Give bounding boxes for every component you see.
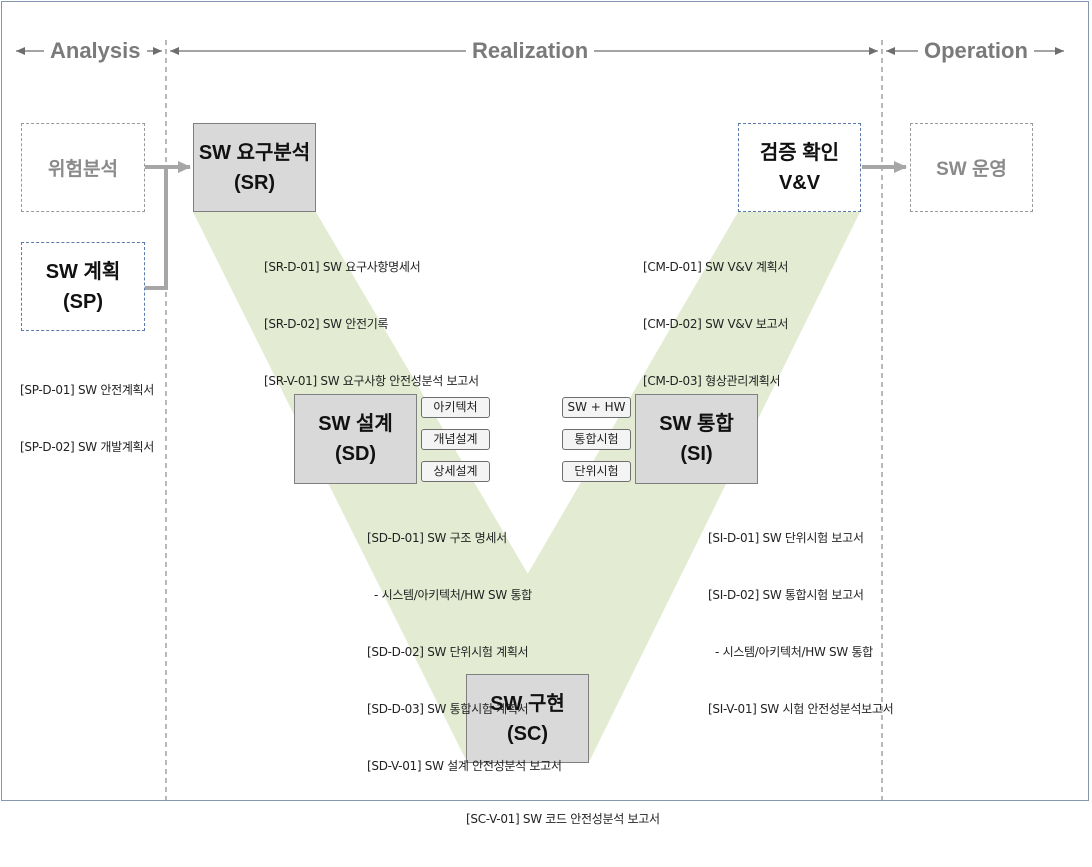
sw-plan-box: SW 계획 (SP)	[21, 242, 145, 331]
sd-deliverable: [SD-V-01] SW 설계 안전성분석 보고서	[367, 759, 562, 773]
cm-deliverable: [CM-D-01] SW V&V 계획서	[643, 260, 789, 274]
sw-design-box: SW 설계 (SD)	[294, 394, 417, 484]
sp-deliverable: [SP-D-01] SW 안전계획서	[20, 383, 155, 397]
si-tag-unit-test: 단위시험	[562, 461, 631, 482]
sd-tag-concept-design: 개념설계	[421, 429, 490, 450]
sc-deliverable: [SC-V-01] SW 코드 안전성분석 보고서	[466, 812, 660, 826]
phase-label-realization: Realization	[466, 38, 595, 64]
sw-operation-box: SW 운영	[910, 123, 1033, 212]
sw-operation-label: SW 운영	[936, 159, 1007, 180]
cm-deliverable: [CM-D-02] SW V&V 보고서	[643, 317, 789, 331]
sc-deliverables: [SC-V-01] SW 코드 안전성분석 보고서	[466, 772, 660, 867]
sr-deliverable: [SR-D-02] SW 안전기록	[264, 317, 389, 331]
sw-implementation-label: SW 구현	[490, 692, 565, 715]
phase-label-operation: Operation	[918, 38, 1034, 64]
sr-deliverable: [SR-D-01] SW 요구사항명세서	[264, 260, 421, 274]
sd-deliverable: [SD-D-02] SW 단위시험 계획서	[367, 645, 529, 659]
si-deliverable: - 시스템/아키텍처/HW SW 통합	[708, 645, 873, 659]
v-model-diagram: Analysis Realization Operation 위험분석 SW 계…	[1, 1, 1089, 826]
sw-integration-box: SW 통합 (SI)	[635, 394, 758, 484]
sd-deliverable: [SD-D-01] SW 구조 명세서	[367, 531, 507, 545]
si-deliverables: [SI-D-01] SW 단위시험 보고서 [SI-D-02] SW 통합시험 …	[708, 491, 894, 757]
sr-deliverable: [SR-V-01] SW 요구사항 안전성분석 보고서	[264, 374, 479, 388]
sp-deliverable: [SP-D-02] SW 개발계획서	[20, 440, 155, 454]
si-deliverable: [SI-D-01] SW 단위시험 보고서	[708, 531, 864, 545]
sp-to-sr-connector	[145, 167, 168, 290]
v-band-right	[466, 212, 860, 760]
sw-integration-label: SW 통합	[659, 413, 734, 435]
vv-code: V&V	[778, 171, 821, 194]
sw-integration-code: (SI)	[680, 443, 713, 465]
sw-design-label: SW 설계	[318, 413, 393, 435]
sw-plan-label: SW 계획	[45, 260, 121, 283]
sw-requirements-code: (SR)	[233, 171, 276, 194]
sw-requirements-box: SW 요구분석 (SR)	[193, 123, 316, 212]
phase-label-analysis: Analysis	[44, 38, 147, 64]
si-tag-sw-hw: SW + HW	[562, 397, 631, 418]
sd-tag-detail-design: 상세설계	[421, 461, 490, 482]
hazard-analysis-label: 위험분석	[48, 159, 118, 180]
si-deliverable: [SI-V-01] SW 시험 안전성분석보고서	[708, 702, 894, 716]
sr-deliverables: [SR-D-01] SW 요구사항명세서 [SR-D-02] SW 안전기록 […	[264, 220, 479, 429]
sp-deliverables: [SP-D-01] SW 안전계획서 [SP-D-02] SW 개발계획서	[20, 343, 154, 495]
sd-deliverable: [SD-D-03] SW 통합시험 계획서	[367, 702, 529, 716]
vv-label: 검증 확인	[759, 141, 840, 164]
sw-implementation-box: SW 구현 (SC)	[466, 674, 589, 763]
vv-box: 검증 확인 V&V	[738, 123, 861, 212]
diagram-frame	[1, 1, 1089, 801]
sd-deliverable: - 시스템/아키텍처/HW SW 통합	[367, 588, 532, 602]
sd-tag-architecture: 아키텍처	[421, 397, 490, 418]
sw-plan-code: (SP)	[63, 290, 103, 313]
si-tag-integration-test: 통합시험	[562, 429, 631, 450]
sw-requirements-label: SW 요구분석	[198, 141, 311, 164]
hazard-analysis-box: 위험분석	[21, 123, 145, 212]
sd-deliverables: [SD-D-01] SW 구조 명세서 - 시스템/아키텍처/HW SW 통합 …	[367, 491, 562, 814]
cm-deliverables: [CM-D-01] SW V&V 계획서 [CM-D-02] SW V&V 보고…	[643, 220, 788, 429]
sw-design-code: (SD)	[334, 443, 377, 465]
connector-layer	[16, 40, 1064, 800]
v-band-left	[193, 212, 590, 760]
si-deliverable: [SI-D-02] SW 통합시험 보고서	[708, 588, 864, 602]
cm-deliverable: [CM-D-03] 형상관리계획서	[643, 374, 781, 388]
sw-implementation-code: (SC)	[506, 722, 549, 745]
